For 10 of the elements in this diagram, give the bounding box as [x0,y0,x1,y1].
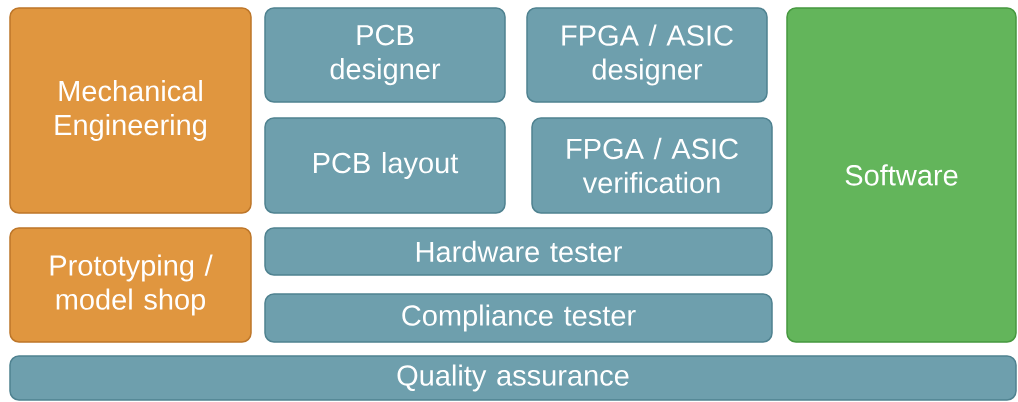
role-box: Hardware tester [264,227,773,276]
role-box: Prototyping / model shop [9,227,252,343]
role-box: Mechanical Engineering [9,7,252,214]
role-box: Software [786,7,1017,343]
role-box: PCB layout [264,117,506,214]
role-box: PCB designer [264,7,506,103]
role-box: Compliance tester [264,293,773,343]
role-box: Quality assurance [9,355,1017,401]
role-box: FPGA / ASIC designer [526,7,768,103]
role-box: FPGA / ASIC verification [531,117,773,214]
